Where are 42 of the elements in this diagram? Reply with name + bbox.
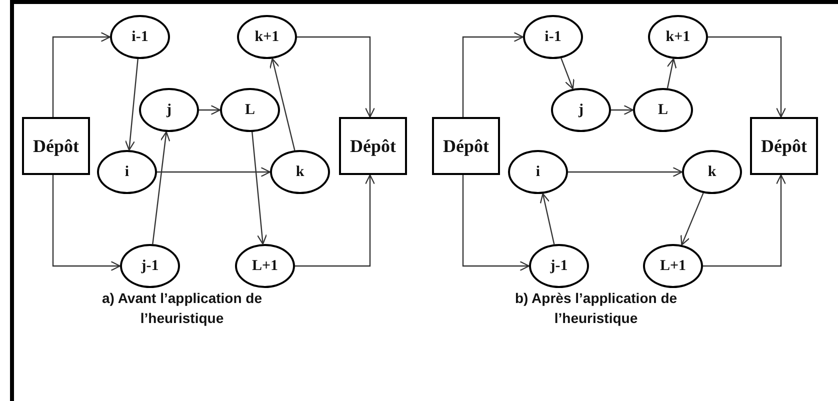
arrow (680, 192, 704, 246)
arrow (703, 174, 786, 267)
node-ellipse: k+1 (648, 15, 708, 59)
depot-box: Dépôt (339, 117, 407, 175)
node-ellipse: k (270, 150, 330, 194)
arrow (540, 193, 555, 244)
node-ellipse: i (97, 150, 157, 194)
caption: a) Avant l’application de l’heuristique (101, 289, 263, 328)
arrow (462, 175, 530, 272)
node-ellipse: L+1 (235, 244, 295, 288)
arrow (152, 131, 170, 244)
node-ellipse: i-1 (523, 15, 583, 59)
arrow (269, 58, 296, 150)
arrow (199, 104, 221, 116)
node-ellipse: L (220, 88, 280, 132)
arrow (52, 175, 121, 272)
arrow (666, 58, 677, 88)
node-ellipse: i (508, 150, 568, 194)
arrow (568, 166, 683, 178)
node-ellipse: k+1 (237, 15, 297, 59)
node-ellipse: L+1 (643, 244, 703, 288)
arrow (708, 36, 786, 118)
node-ellipse: L (633, 88, 693, 132)
node-ellipse: j (139, 88, 199, 132)
caption: b) Après l’application de l’heuristique (514, 289, 678, 328)
arrow (252, 132, 268, 245)
arrow (124, 58, 138, 151)
depot-box: Dépôt (750, 117, 818, 175)
arrow (462, 32, 524, 117)
node-ellipse: j-1 (529, 244, 589, 288)
node-ellipse: j (551, 88, 611, 132)
arrow (157, 166, 271, 178)
depot-box: Dépôt (22, 117, 90, 175)
arrow (560, 58, 574, 90)
node-ellipse: j-1 (120, 244, 180, 288)
node-ellipse: k (682, 150, 742, 194)
arrow (297, 36, 376, 118)
arrow (295, 174, 376, 267)
arrow (52, 32, 111, 117)
depot-box: Dépôt (432, 117, 500, 175)
node-ellipse: i-1 (110, 15, 170, 59)
arrow (611, 104, 634, 116)
